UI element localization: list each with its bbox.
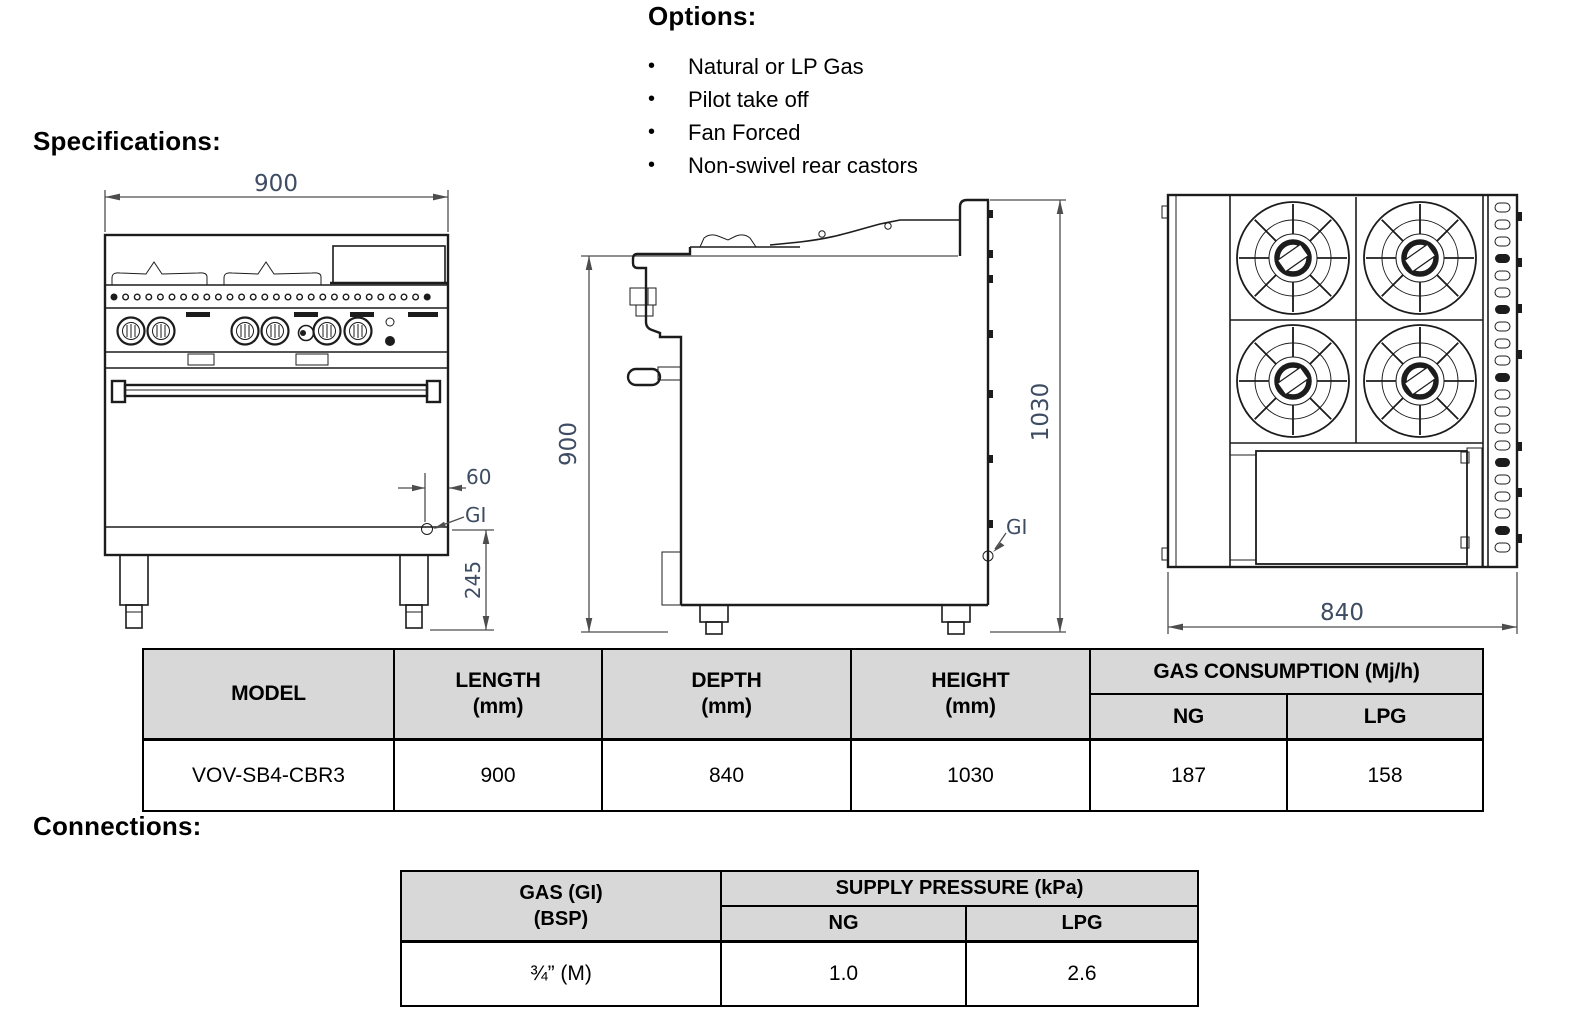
- col-header-depth-unit: (mm): [701, 695, 752, 718]
- cell-length: 900: [393, 738, 603, 812]
- bullet-icon: •: [648, 154, 656, 176]
- side-gas-inlet-label: GI: [1006, 515, 1027, 539]
- broiler-grill: [1229, 447, 1483, 568]
- col-header-depth-label: DEPTH: [691, 669, 762, 692]
- col-header-gas: GAS (GI) (BSP): [400, 870, 722, 943]
- option-label: Pilot take off: [688, 86, 809, 112]
- cell-height: 1030: [850, 738, 1091, 812]
- control-strip: [1487, 195, 1522, 567]
- front-leg-height-label: 245: [461, 561, 485, 599]
- top-depth-dimension: 840: [1167, 572, 1518, 634]
- col-header-length-label: LENGTH: [455, 669, 541, 692]
- cell-conn-lpg: 2.6: [965, 940, 1199, 1007]
- bullet-icon: •: [648, 55, 656, 77]
- side-legs: [699, 604, 971, 635]
- col-header-model: MODEL: [142, 648, 395, 741]
- list-item: • Pilot take off: [648, 83, 918, 116]
- cell-lpg: 158: [1286, 738, 1484, 812]
- side-body-height-dimension: 900: [556, 255, 958, 633]
- option-label: Natural or LP Gas: [688, 53, 864, 79]
- col-header-gas-consumption: GAS CONSUMPTION (Mj/h): [1089, 648, 1484, 695]
- col-header-gas-unit: (BSP): [533, 908, 589, 930]
- cell-ng: 187: [1089, 738, 1288, 812]
- front-view-drawing: 900: [103, 171, 494, 631]
- col-header-height-unit: (mm): [945, 695, 996, 718]
- col-header-height: HEIGHT (mm): [850, 648, 1091, 741]
- table-row: VOV-SB4-CBR3 900 840 1030 187 158: [142, 738, 1484, 812]
- col-header-ng: NG: [1089, 693, 1288, 741]
- options-heading: Options:: [648, 1, 757, 31]
- cell-model: VOV-SB4-CBR3: [142, 738, 395, 812]
- col-header-depth: DEPTH (mm): [601, 648, 852, 741]
- side-body: [626, 198, 993, 635]
- option-label: Fan Forced: [688, 119, 801, 145]
- bullet-icon: •: [648, 88, 656, 110]
- table-row: ¾” (M) 1.0 2.6: [400, 940, 1199, 1007]
- cell-gas-size: ¾” (M): [400, 940, 722, 1007]
- col-header-lpg: LPG: [1286, 693, 1484, 741]
- col-header-length-unit: (mm): [472, 695, 524, 718]
- side-view-drawing: 900 1030: [556, 198, 1066, 635]
- option-label: Non-swivel rear castors: [688, 152, 918, 178]
- front-overhang-label: 60: [466, 465, 491, 489]
- cell-conn-ng: 1.0: [720, 940, 967, 1007]
- side-gas-inlet-callout: GI: [982, 515, 1027, 562]
- front-overhang-dimension: 60: [398, 465, 491, 522]
- front-gas-inlet-callout: GI: [421, 503, 486, 535]
- cell-depth: 840: [601, 738, 852, 812]
- front-gas-inlet-label: GI: [465, 503, 486, 527]
- front-body: [103, 233, 450, 629]
- col-header-gas-label: GAS (GI): [519, 882, 603, 904]
- top-depth-label: 840: [1320, 600, 1364, 626]
- top-view-drawing: 840: [1161, 193, 1522, 634]
- front-leg-height-dimension: 245: [430, 529, 494, 631]
- front-width-dimension: 900: [104, 171, 449, 232]
- col-header-height-label: HEIGHT: [931, 669, 1010, 692]
- specifications-heading: Specifications:: [33, 126, 221, 156]
- side-body-height-label: 900: [556, 422, 582, 466]
- bullet-icon: •: [648, 121, 656, 143]
- options-list: • Natural or LP Gas • Pilot take off • Fan …: [648, 50, 918, 182]
- list-item: • Fan Forced: [648, 116, 918, 149]
- col-header-length: LENGTH (mm): [393, 648, 603, 741]
- connections-heading: Connections:: [33, 811, 202, 841]
- oven-door-handle: [110, 379, 442, 404]
- front-width-label: 900: [254, 171, 298, 197]
- col-header-supply-pressure: SUPPLY PRESSURE (kPa): [720, 870, 1199, 907]
- col-header-conn-ng: NG: [720, 905, 967, 943]
- control-knobs: [116, 316, 395, 346]
- side-total-height-dimension: 1030: [990, 199, 1066, 633]
- spec-table: MODEL LENGTH (mm) DEPTH (mm) HEIGHT (mm)…: [142, 648, 1484, 812]
- top-body: [1161, 193, 1522, 569]
- front-legs: [119, 554, 429, 629]
- col-header-conn-lpg: LPG: [965, 905, 1199, 943]
- list-item: • Non-swivel rear castors: [648, 149, 918, 182]
- connections-table: GAS (GI) (BSP) SUPPLY PRESSURE (kPa) NG …: [400, 870, 1199, 1007]
- side-total-height-label: 1030: [1028, 383, 1054, 442]
- list-item: • Natural or LP Gas: [648, 50, 918, 83]
